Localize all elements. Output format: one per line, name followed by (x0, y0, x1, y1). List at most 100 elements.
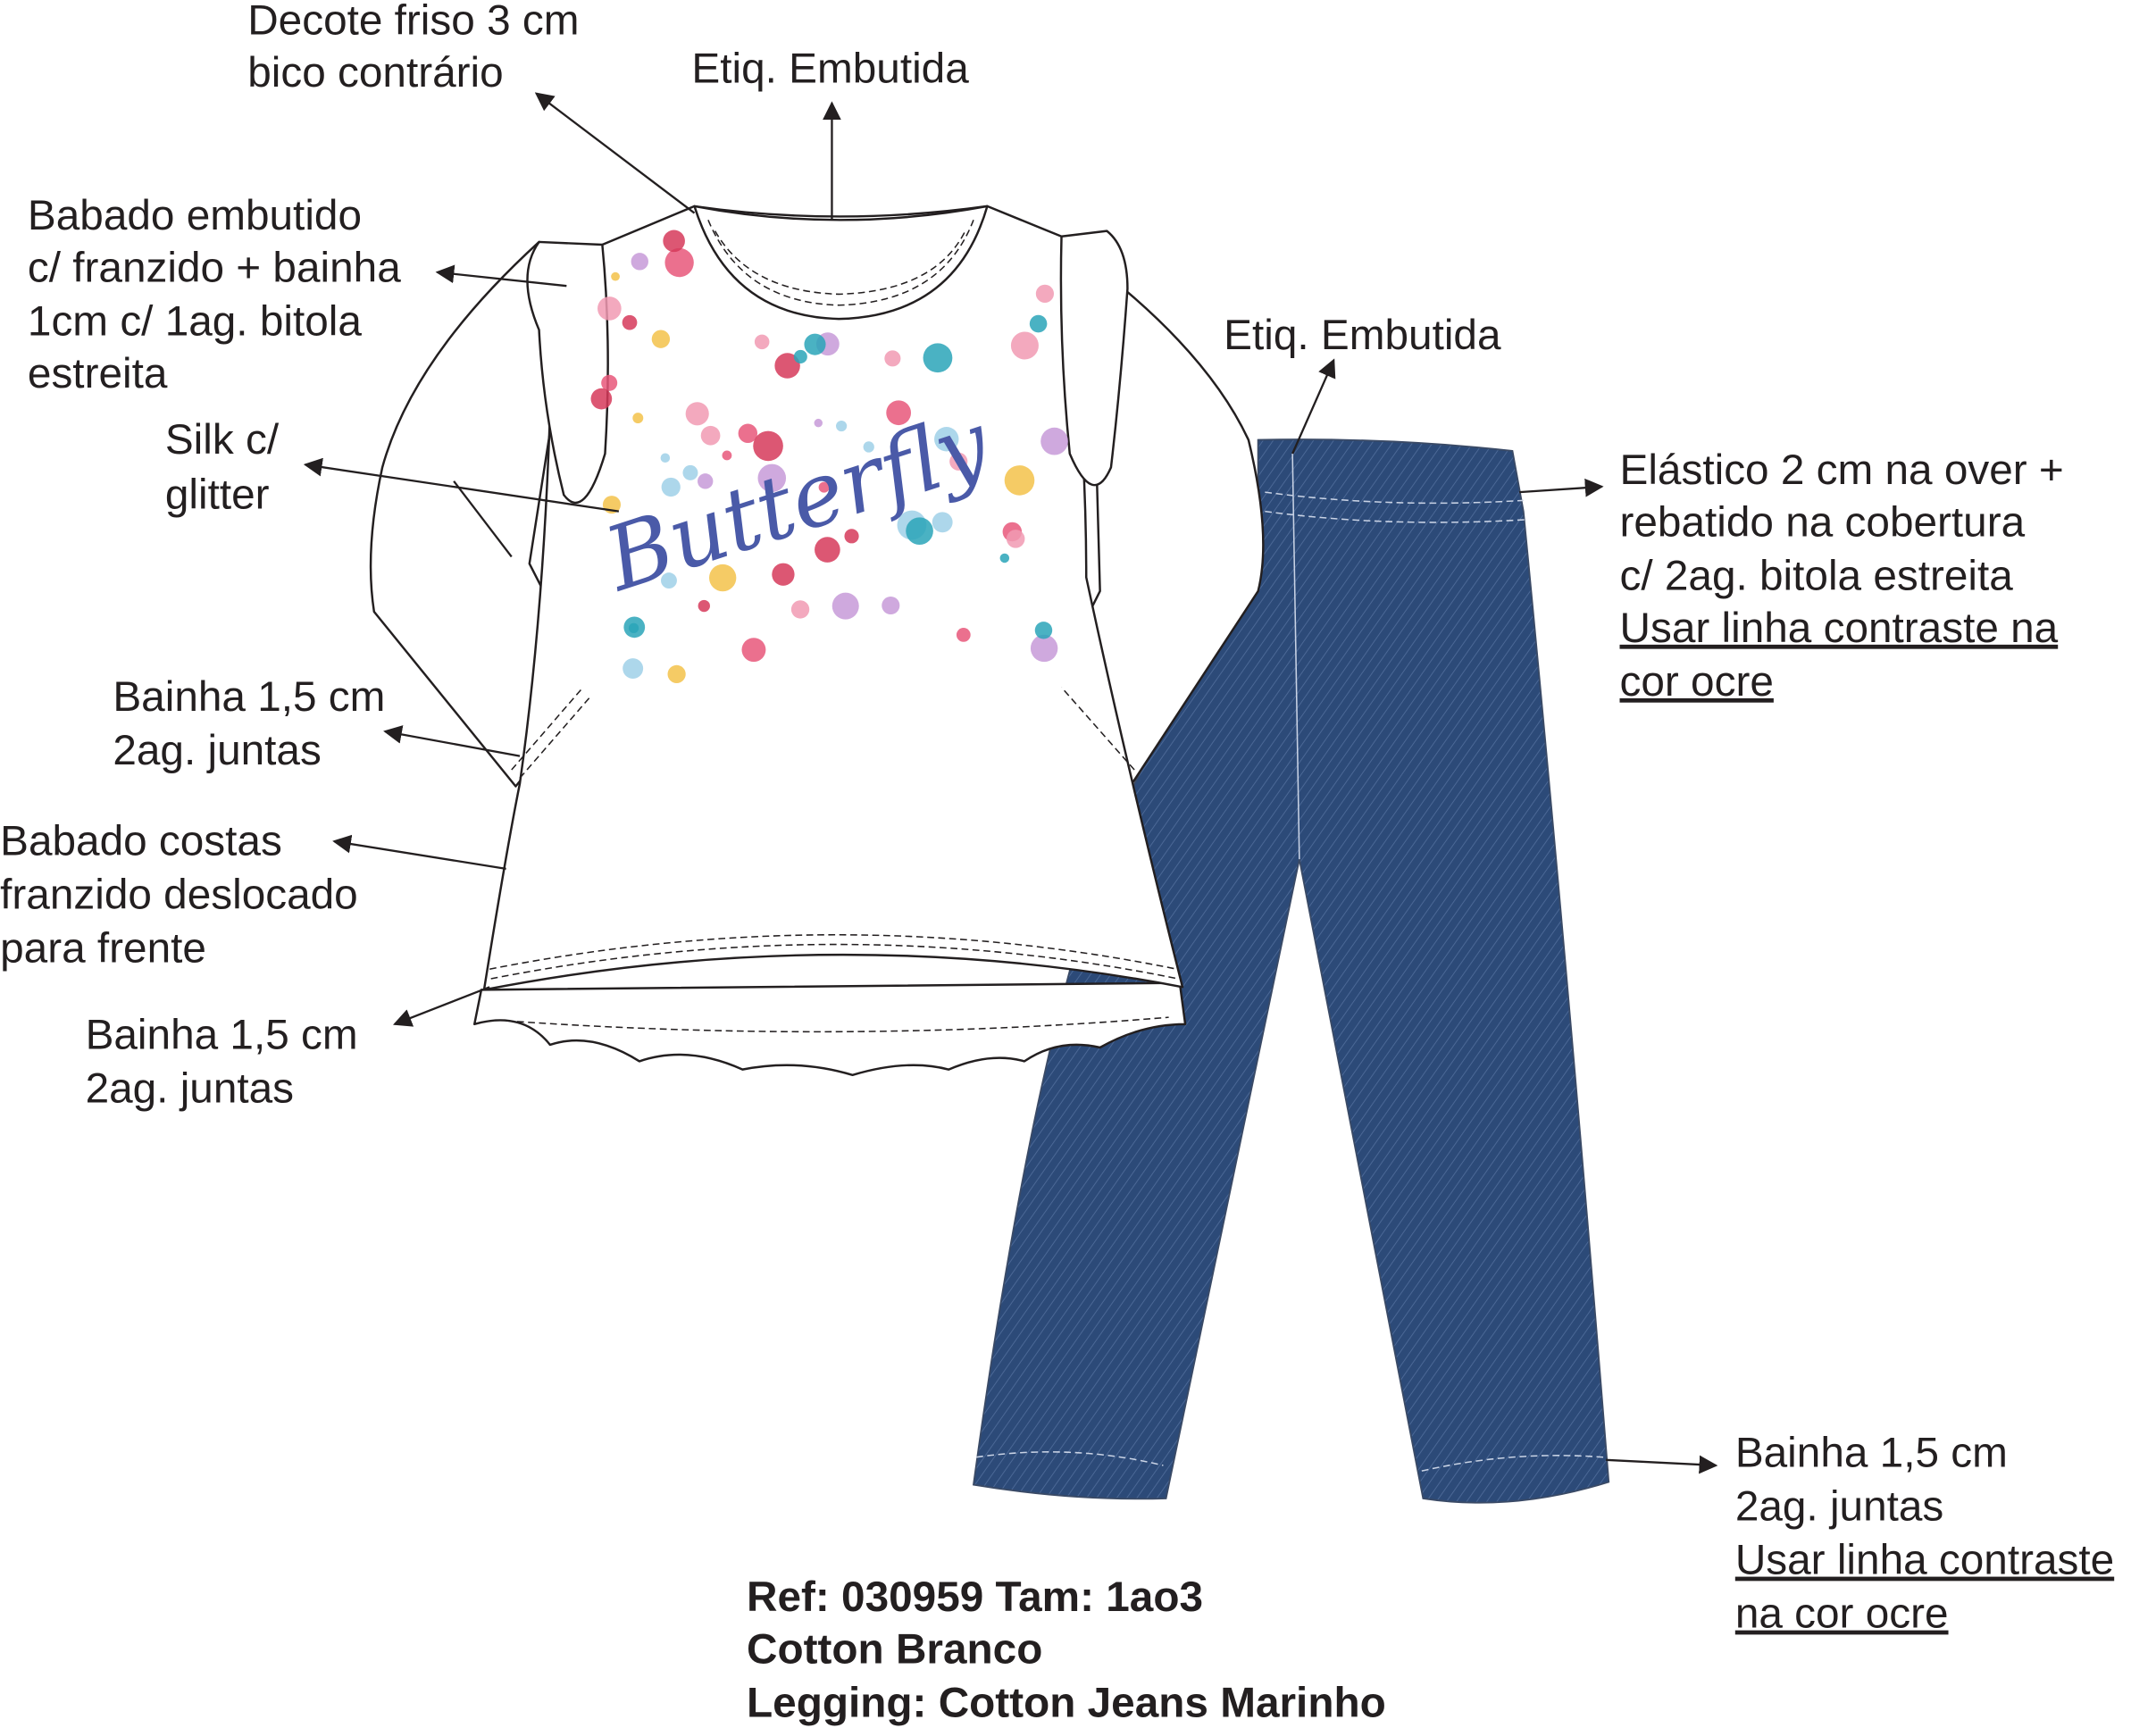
label-line: 2ag. juntas (86, 1065, 294, 1113)
print-flower (685, 402, 709, 426)
print-flower (790, 600, 810, 619)
center-seam (1291, 453, 1300, 860)
print-flower (793, 349, 807, 364)
leg-hem-stitch (975, 1451, 1164, 1466)
print-flower (886, 400, 912, 426)
shirt-drawing: Butterfly (369, 205, 1265, 1077)
label-line: rebatido na cobertura (1620, 498, 2026, 546)
neck-stitch (707, 220, 974, 306)
label-line: bico contrário (247, 49, 503, 96)
print-flower (1040, 427, 1068, 455)
body-hem-stitch (490, 943, 1179, 980)
print-flower (932, 512, 953, 533)
print-flower (949, 452, 968, 471)
print-flower (663, 230, 685, 253)
label-line: Bainha 1,5 cm (1735, 1430, 2008, 1477)
print-flower (863, 441, 874, 453)
print-flower (597, 296, 622, 321)
print-flower (738, 423, 758, 444)
print-flower (754, 334, 770, 350)
print-flower (757, 463, 787, 493)
print-flower (1006, 530, 1025, 548)
annotation-legging-hem: Bainha 1,5 cm 2ag. juntas Usar linha con… (1735, 1430, 2114, 1638)
print-flower (682, 464, 698, 480)
print-flower (698, 599, 710, 613)
annotation-silk: Silk c/ glitter (165, 416, 280, 519)
print-flower (934, 427, 959, 452)
spec-block: Ref: 030959 Tam: 1ao3 Cotton Branco Legg… (747, 1574, 1386, 1727)
print-flower (818, 481, 830, 493)
print-flower (804, 333, 826, 355)
label-line: Babado costas (0, 817, 282, 864)
print-flower (1030, 634, 1058, 663)
print-flower (708, 563, 737, 592)
print-flower (698, 473, 714, 489)
print-flower (628, 622, 639, 634)
label-line: 2ag. juntas (113, 727, 321, 774)
annotation-waistband: Elástico 2 cm na over + rebatido na cobe… (1620, 447, 2064, 705)
waistband-stitch (1265, 491, 1524, 505)
arrow-silk (303, 457, 620, 513)
label-line: c/ franzido + bainha (28, 245, 401, 292)
sleeve-hem-stitch (1060, 687, 1135, 771)
callout-arrows (303, 92, 1718, 1474)
print-flower (836, 420, 848, 432)
print-flower (664, 247, 694, 278)
print-flower (661, 572, 677, 589)
label-line: 2ag. juntas (1735, 1483, 1943, 1531)
arrow-legging-hem (1606, 1455, 1718, 1474)
label-line: Bainha 1,5 cm (86, 1012, 358, 1059)
arrow-body-hem (392, 986, 490, 1027)
print-flower (1035, 284, 1055, 303)
annotation-label-top: Etiq. Embutida (691, 45, 969, 92)
neck-stitch (714, 230, 966, 296)
back-ruffle (472, 981, 1187, 1077)
leg-hem-stitch (1421, 1455, 1604, 1472)
label-line: Silk c/ (165, 416, 280, 463)
label-line: franzido deslocado (0, 872, 358, 919)
label-line: Babado embutido (28, 192, 362, 239)
print-flower (651, 330, 671, 348)
print-flower (700, 425, 721, 446)
label-line-underlined: cor ocre (1620, 658, 1774, 705)
label-line: glitter (165, 472, 270, 519)
legging-drawing (972, 438, 1610, 1504)
arrow-silk-tail (453, 480, 513, 558)
annotation-sleeve-ruffle: Babado embutido c/ franzido + bainha 1cm… (28, 192, 401, 397)
print-flower (753, 430, 783, 462)
print-flower (590, 388, 613, 410)
label-line-underlined: na cor ocre (1735, 1590, 1949, 1638)
print-flower (722, 450, 732, 461)
print-flower (999, 553, 1010, 563)
annotation-body-hem: Bainha 1,5 cm 2ag. juntas (86, 1012, 358, 1113)
print-flower (1034, 622, 1053, 639)
arrow-waistband (1519, 478, 1604, 497)
print-flower (772, 563, 795, 586)
print-flower (844, 529, 859, 544)
print-flower (884, 350, 901, 367)
print-flower (814, 418, 823, 428)
print-flower (601, 374, 618, 391)
label-line: estreita (28, 350, 168, 397)
annotation-neckline: Decote friso 3 cm bico contrário (247, 0, 579, 96)
print-flower (1010, 331, 1039, 360)
waistband-stitch (1265, 510, 1526, 523)
label-line: 1cm c/ 1ag. bitola (28, 298, 362, 346)
print-flower (923, 343, 953, 373)
sleeve-hem-stitch (519, 695, 592, 779)
print-flower (956, 628, 971, 642)
body-hem-stitch (489, 934, 1177, 971)
print-flower (1004, 465, 1035, 496)
sleeve-ruffle-left (526, 240, 609, 505)
print-flower (831, 592, 859, 620)
sleeve-hem-stitch (511, 687, 584, 771)
spec-ref: Ref: 030959 Tam: 1ao3 (747, 1574, 1203, 1621)
print-flower (631, 253, 648, 271)
print-flower (1029, 314, 1048, 333)
arrow-back-ruffle (332, 834, 506, 871)
spec-fabric-top: Cotton Branco (747, 1626, 1042, 1674)
floral-print (590, 230, 1068, 684)
arrow-label-legging (1291, 358, 1336, 455)
